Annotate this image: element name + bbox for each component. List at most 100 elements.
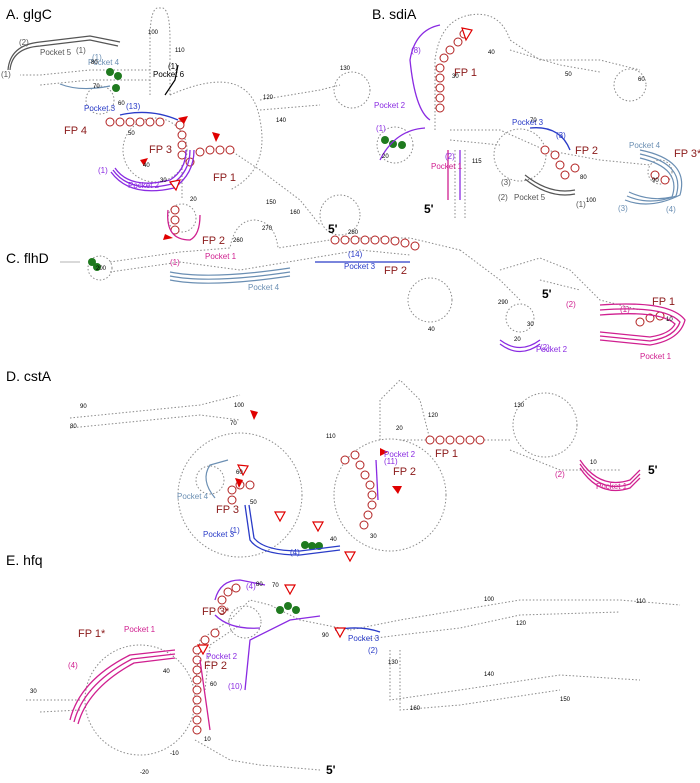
csta-pocket3-label: Pocket 3 xyxy=(203,530,235,539)
count-label: (1) xyxy=(576,200,586,209)
count-label: (3) xyxy=(556,131,566,140)
flhd-pocket2-label: Pocket 2 xyxy=(536,345,568,354)
residue-number: 40 xyxy=(488,50,495,56)
count-label: (1) xyxy=(170,258,180,267)
count-label: (11) xyxy=(384,457,398,466)
residue-number: 120 xyxy=(263,95,274,101)
sdia-pocket1-label: Pocket 1 xyxy=(431,162,463,171)
residue-number: 30 xyxy=(452,74,459,80)
cleavage-marker xyxy=(380,448,388,456)
csta-five-prime: 5' xyxy=(648,463,658,477)
count-label: (8) xyxy=(411,46,421,55)
sdia-pocket4-label: Pocket 4 xyxy=(629,141,661,150)
residue-number: 20 xyxy=(514,337,521,343)
glgc-pocket6-label: Pocket 6 xyxy=(153,70,185,79)
panel-hfq xyxy=(25,579,681,771)
residue-number: 40 xyxy=(143,163,150,169)
residue-number: 150 xyxy=(560,697,571,703)
count-label: (2) xyxy=(540,343,550,352)
open-cleavage-marker xyxy=(461,27,473,42)
count-label: (2) xyxy=(445,152,455,161)
count-label: (4) xyxy=(290,548,300,557)
sdia-pocket5-label: Pocket 5 xyxy=(514,193,546,202)
panel-title-hfq: E. hfq xyxy=(6,552,43,568)
panel-sdia xyxy=(376,13,683,220)
residue-number: 140 xyxy=(484,672,495,678)
residue-number: 20 xyxy=(190,197,197,203)
panel-flhd xyxy=(60,194,686,353)
open-cleavage-marker xyxy=(236,464,249,477)
glgc-pocket2-label: Pocket 2 xyxy=(128,181,160,190)
count-label: (13) xyxy=(126,102,141,111)
panel-title-glgc: A. glgC xyxy=(6,6,52,22)
residue-number: 50 xyxy=(565,72,572,78)
glgc-five-prime: 5' xyxy=(328,222,338,236)
sdia-fp-circles xyxy=(435,29,670,185)
open-cleavage-marker xyxy=(196,644,210,656)
flhd-fp2-label: FP 2 xyxy=(384,265,408,277)
flhd-pocket4-label: Pocket 4 xyxy=(248,283,280,292)
panel-title-flhd: C. flhD xyxy=(6,250,49,266)
cleavage-marker xyxy=(235,478,243,488)
count-label: (1) xyxy=(76,46,86,55)
residue-number: 130 xyxy=(388,660,399,666)
residue-number: 100 xyxy=(484,597,495,603)
count-label: (4) xyxy=(666,205,676,214)
glgc-fp1-label: FP 1 xyxy=(213,172,237,184)
residue-number: 70 xyxy=(272,583,279,589)
hfq-five-prime: 5' xyxy=(326,763,336,777)
sdia-pocket2-label: Pocket 2 xyxy=(374,101,406,110)
glgc-pocket5-label: Pocket 5 xyxy=(40,48,72,57)
residue-number: 160 xyxy=(410,706,421,712)
residue-number: 100 xyxy=(586,198,597,204)
residue-number: 30 xyxy=(527,322,534,328)
residue-number: 50 xyxy=(128,131,135,137)
residue-number: 20 xyxy=(396,426,403,432)
hfq-fp-circles xyxy=(192,583,241,735)
hfq-pocket3-label: Pocket 3 xyxy=(348,634,380,643)
count-label: (2) xyxy=(566,300,576,309)
glgc-protected-nucleotides xyxy=(106,68,122,92)
flhd-fp1-label: FP 1 xyxy=(652,296,676,308)
residue-number: 60 xyxy=(638,77,645,83)
glgc-fp-circles xyxy=(105,117,235,235)
residue-number: 160 xyxy=(290,210,301,216)
residue-number: 130 xyxy=(340,66,351,72)
residue-number: 40 xyxy=(428,327,435,333)
residue-number: 120 xyxy=(516,621,527,627)
open-cleavage-marker xyxy=(168,179,181,192)
glgc-pocket3-label: Pocket 3 xyxy=(84,104,116,113)
count-label: (1) xyxy=(92,53,102,62)
residue-number: 80 xyxy=(580,175,587,181)
glgc-pocket1-label: Pocket 1 xyxy=(205,252,237,261)
sdia-protected-nucleotides xyxy=(381,136,406,149)
residue-number: 60 xyxy=(210,682,217,688)
count-label: (1) xyxy=(230,526,240,535)
residue-number: 110 xyxy=(175,48,185,54)
hfq-pocket2-label: Pocket 2 xyxy=(206,652,238,661)
residue-number: 50 xyxy=(250,500,257,506)
residue-number: 40 xyxy=(330,537,337,543)
count-label: (1) xyxy=(98,166,108,175)
count-label: (3) xyxy=(618,204,628,213)
hfq-fp2-label: FP 2 xyxy=(204,660,228,672)
flhd-protected-nucleotides xyxy=(88,258,101,271)
cleavage-marker xyxy=(140,158,148,166)
residue-number: 70 xyxy=(530,118,537,124)
residue-number: 120 xyxy=(428,413,439,419)
panel-csta xyxy=(69,379,641,563)
panel-glgc xyxy=(7,7,371,241)
flhd-five-prime: 5' xyxy=(542,287,552,301)
residue-number: 130 xyxy=(514,403,525,409)
residue-number: 115 xyxy=(472,159,482,165)
residue-number: 80 xyxy=(256,582,263,588)
cleavage-marker xyxy=(250,410,258,420)
csta-pocket1-label: Pocket 1 xyxy=(596,482,628,491)
residue-number: 80 xyxy=(91,60,98,66)
count-label: (10) xyxy=(228,682,243,691)
residue-number: 10 xyxy=(666,317,673,323)
residue-number: 140 xyxy=(276,118,287,124)
flhd-pocket3-label: Pocket 3 xyxy=(344,262,376,271)
count-label: (1) xyxy=(376,124,386,133)
sdia-fp2-label: FP 2 xyxy=(575,145,599,157)
